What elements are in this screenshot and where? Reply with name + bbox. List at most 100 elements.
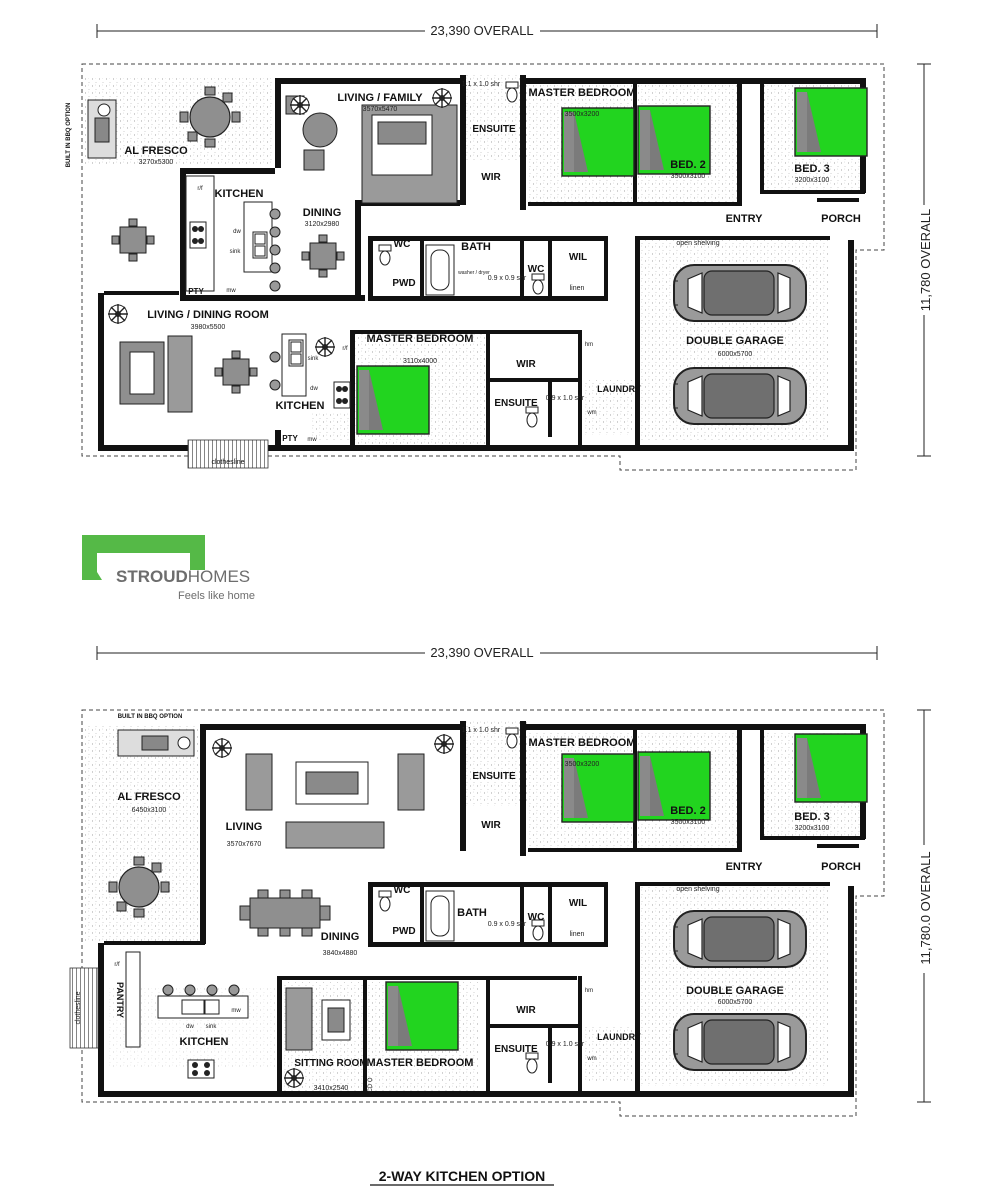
top-mw2-label: mw: [307, 437, 317, 443]
top-living-dining-label: LIVING / DINING ROOM: [147, 309, 269, 321]
bottom-sofa: [285, 821, 385, 849]
bottom-garage-dim: 6000x5700: [718, 999, 753, 1006]
bottom-car-1: [673, 910, 807, 968]
bottom-wc-4: [505, 727, 519, 749]
top-dining-label: DINING: [303, 207, 342, 219]
logo-name: STROUDHOMES: [116, 567, 250, 586]
top-master-bed: [561, 107, 635, 177]
bottom-entry-label: ENTRY: [726, 861, 764, 873]
bottom-bed2-dim: 3500x3100: [671, 819, 706, 826]
bottom-plant-1: [211, 737, 233, 759]
logo-tagline: Feels like home: [178, 590, 255, 602]
bottom-wir-label: WIR: [481, 820, 501, 831]
bottom-room-labels: AL FRESCO 6450x3100 LIVING 3570x7670 DIN…: [114, 727, 861, 1093]
logo-mark: [82, 535, 205, 580]
top-bed2-dim: 3500x3100: [671, 173, 706, 180]
bottom-bbq-label: BUILT IN BBQ OPTION: [118, 714, 183, 720]
top-linen-label: linen: [570, 285, 585, 292]
top-shr-label: 1.1 x 1.0 shr: [462, 81, 501, 88]
top-living-family-dim: 3570x5470: [363, 106, 398, 113]
bottom-bbq: BUILT IN BBQ OPTION: [117, 714, 195, 757]
bottom-depth-label: 11,780.0 OVERALL: [918, 851, 933, 964]
bottom-master2-bed: [385, 981, 459, 1051]
bottom-wir2-label: WIR: [516, 1005, 536, 1016]
top-wc-3: [525, 406, 539, 428]
bottom-plant-3: [283, 1067, 305, 1089]
bottom-living-label: LIVING: [226, 821, 263, 833]
bottom-porch-label: PORCH: [821, 861, 861, 873]
bottom-bed3-bed: [794, 733, 868, 803]
top-bbq: BUILT IN BBQ OPTION: [66, 99, 117, 168]
kitchen-option-title: 2-WAY KITCHEN OPTION: [379, 1168, 545, 1184]
top-pty1-label: PTY: [188, 287, 204, 296]
logo-name-bold: STROUD: [116, 567, 188, 586]
top-dining-dim: 3120x2980: [305, 221, 340, 228]
top-entry-label: ENTRY: [726, 213, 764, 225]
bottom-alfresco-label: AL FRESCO: [117, 791, 181, 803]
bottom-width-label: 23,390 OVERALL: [430, 645, 533, 660]
top-bath-label: BATH: [461, 241, 491, 253]
top-clothesline-label: clothesline: [211, 459, 244, 466]
bottom-bath-label: BATH: [457, 907, 487, 919]
bottom-sink-label: sink: [206, 1024, 218, 1030]
top-sofa-2: [167, 335, 193, 413]
top-wir-label: WIR: [481, 172, 501, 183]
bottom-living-dim: 3570x7670: [227, 841, 262, 848]
bottom-wc-1: [378, 890, 392, 912]
top-open-shelving-label: open shelving: [676, 240, 719, 247]
top-room-labels: AL FRESCO 3270x5300 LIVING / FAMILY 3570…: [124, 81, 861, 443]
bottom-linen-label: linen: [570, 931, 585, 938]
bottom-dining-dim: 3840x4880: [323, 950, 358, 957]
bottom-walls: [98, 721, 866, 1097]
bottom-dining-table: [249, 897, 321, 929]
bottom-rf-label: r/f: [114, 962, 120, 968]
top-wm-label: wm: [586, 410, 596, 416]
top-width-label: 23,390 OVERALL: [430, 23, 533, 38]
top-bed3-bed: [794, 87, 868, 157]
bottom-bed3-dim: 3200x3100: [795, 825, 830, 832]
top-pty-label: PTY: [282, 434, 298, 443]
top-living-table: [214, 350, 258, 394]
top-wc-1: [378, 244, 392, 266]
top-hm-label: hm: [585, 342, 593, 348]
top-mw1-label: mw: [226, 288, 236, 294]
top-plant-4: [314, 336, 336, 358]
top-plant-2: [431, 87, 453, 109]
top-ensuite-label: ENSUITE: [472, 124, 516, 135]
top-master-dim: 3500x3200: [565, 111, 600, 118]
top-bbq-label: BUILT IN BBQ OPTION: [66, 103, 72, 168]
bottom-sitting-sofa: [285, 987, 313, 1051]
top-alfresco-label: AL FRESCO: [124, 145, 188, 157]
top-shr2-label: 0.9 x 0.9 shr: [488, 275, 527, 282]
top-master-label: MASTER BEDROOM: [529, 87, 636, 99]
bottom-width-dimension: 23,390 OVERALL: [96, 644, 878, 660]
bottom-pantry: [125, 951, 141, 1048]
top-car-1: [673, 264, 807, 322]
bottom-wc-3: [525, 1052, 539, 1074]
bottom-sitting-dim: 3410x2540: [314, 1085, 349, 1092]
top-rf2-label: r/f: [342, 346, 348, 352]
bottom-wc-label: WC: [394, 885, 411, 896]
bottom-floor-plan: 23,390 OVERALL 11,780.0 OVERALL: [69, 644, 933, 1186]
bottom-car-2: [673, 1013, 807, 1071]
top-sink2-label: sink: [308, 356, 320, 362]
top-dw1-label: dw: [233, 229, 241, 235]
top-garage-label: DOUBLE GARAGE: [686, 335, 784, 347]
bottom-armchair-1: [245, 753, 273, 811]
top-dining-table: [301, 234, 345, 278]
top-master2-label: MASTER BEDROOM: [367, 333, 474, 345]
bottom-master2-label: MASTER BEDROOM: [367, 1057, 474, 1069]
bottom-master-label: MASTER BEDROOM: [529, 737, 636, 749]
top-stove-1: [189, 221, 207, 249]
top-living-family-label: LIVING / FAMILY: [337, 92, 423, 104]
bottom-cooktop: [187, 1059, 215, 1079]
top-stove-2: [333, 381, 351, 409]
bottom-armchair-2: [397, 753, 425, 811]
top-kitchen1-label: KITCHEN: [215, 188, 264, 200]
top-bed2-label: BED. 2: [670, 159, 705, 171]
logo-name-rest: HOMES: [188, 567, 250, 586]
top-wil-label: WIL: [569, 252, 587, 263]
bottom-ensuite-label: ENSUITE: [472, 771, 516, 782]
top-dw2-label: dw: [310, 386, 318, 392]
